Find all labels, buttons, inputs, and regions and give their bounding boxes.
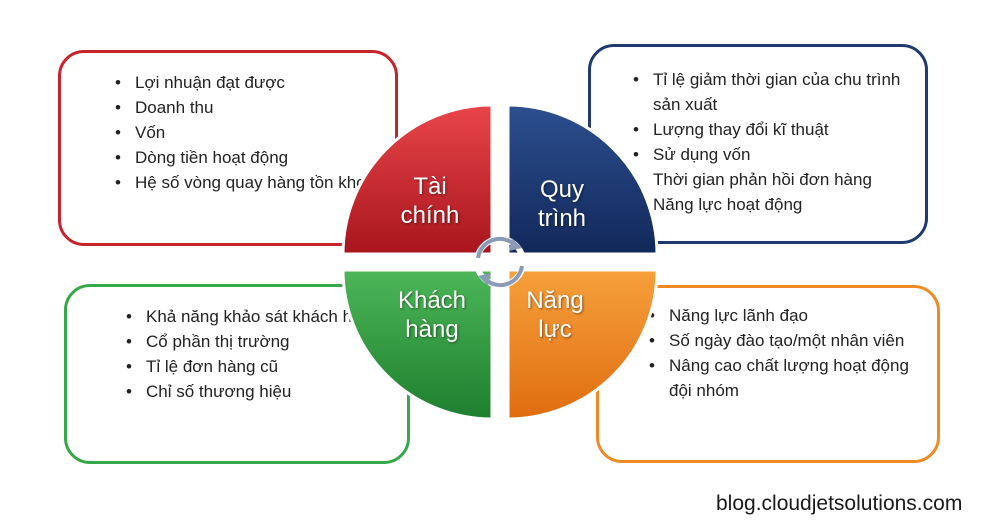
- finance-label-line2: chính: [400, 202, 460, 229]
- capability-list: Năng lực lãnh đạo Số ngày đào tạo/một nh…: [645, 303, 930, 403]
- list-item: Doanh thu: [111, 95, 381, 120]
- capability-quadrant: [506, 268, 659, 421]
- process-quadrant: [506, 103, 659, 256]
- customer-label-line1: Khách: [397, 287, 467, 314]
- capability-label: Năng lực: [500, 286, 610, 344]
- cycle-arrows-icon: [474, 236, 526, 288]
- list-item: Năng lực lãnh đạo: [645, 303, 930, 328]
- finance-label: Tài chính: [375, 172, 485, 230]
- process-label: Quy trình: [507, 175, 617, 233]
- list-item: Vốn: [111, 120, 381, 145]
- finance-label-line1: Tài: [413, 173, 447, 200]
- finance-box: Lợi nhuận đạt được Doanh thu Vốn Dòng ti…: [58, 50, 398, 246]
- process-label-line2: trình: [537, 205, 587, 232]
- process-label-line1: Quy: [539, 176, 584, 203]
- finance-quadrant: [341, 103, 494, 256]
- list-item: Lượng thay đổi kĩ thuật: [629, 117, 909, 142]
- list-item: Chỉ số thương hiệu: [122, 379, 397, 404]
- capability-label-line1: Năng: [526, 287, 584, 314]
- list-item: Tỉ lệ đơn hàng cũ: [122, 354, 397, 379]
- capability-label-line2: lực: [538, 316, 572, 343]
- list-item: Nâng cao chất lượng hoạt động đội nhóm: [645, 353, 930, 403]
- process-list: Tỉ lệ giảm thời gian của chu trình sản x…: [629, 67, 909, 217]
- list-item: Dòng tiền hoạt động: [111, 145, 381, 170]
- list-item: Cổ phần thị trường: [122, 329, 397, 354]
- finance-list: Lợi nhuận đạt được Doanh thu Vốn Dòng ti…: [111, 70, 381, 195]
- list-item: Tỉ lệ giảm thời gian của chu trình sản x…: [629, 67, 909, 117]
- list-item: Hệ số vòng quay hàng tồn kho: [111, 170, 381, 195]
- customer-label-line2: hàng: [405, 316, 459, 343]
- list-item: Sử dụng vốn: [629, 142, 909, 167]
- customer-quadrant: [341, 268, 494, 421]
- process-box: Tỉ lệ giảm thời gian của chu trình sản x…: [588, 44, 928, 244]
- list-item: Lợi nhuận đạt được: [111, 70, 381, 95]
- list-item: Số ngày đào tạo/một nhân viên: [645, 328, 930, 353]
- source-watermark: blog.cloudjetsolutions.com: [716, 492, 963, 515]
- customer-label: Khách hàng: [372, 286, 492, 344]
- list-item: Khả năng khảo sát khách hàng: [122, 304, 397, 329]
- customer-list: Khả năng khảo sát khách hàng Cổ phần thị…: [122, 304, 397, 404]
